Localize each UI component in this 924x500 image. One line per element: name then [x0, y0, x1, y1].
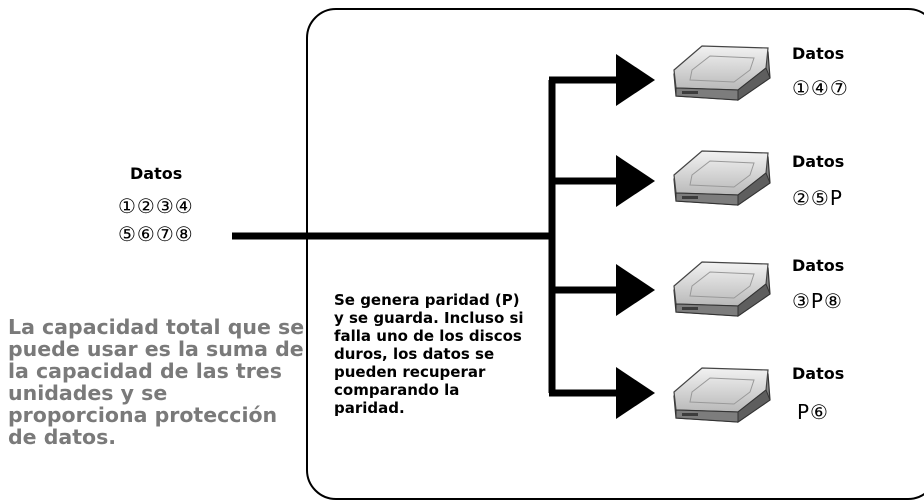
- arrow-head-4: [616, 367, 655, 419]
- disk-1-label: Datos: [792, 44, 845, 63]
- distribution-arrows: [232, 54, 655, 419]
- hard-disk-icon: [673, 261, 771, 317]
- source-label: Datos: [130, 164, 183, 183]
- disk-4-blocks: P⑥: [797, 400, 829, 424]
- disk-2-blocks: ②⑤P: [792, 186, 843, 210]
- disk-1-blocks: ①④⑦: [792, 76, 849, 100]
- arrow-head-1: [616, 54, 655, 106]
- hard-disk-icon: [673, 150, 771, 206]
- source-blocks-line1: ①②③④: [118, 194, 194, 218]
- capacity-summary: La capacidad total que se puede usar es …: [8, 315, 305, 449]
- parity-note: Se genera paridad (P) y se guarda. Inclu…: [334, 291, 524, 417]
- disk-2-label: Datos: [792, 152, 845, 171]
- source-blocks-line2: ⑤⑥⑦⑧: [118, 222, 194, 246]
- hard-disk-icon: [673, 45, 771, 101]
- arrow-head-3: [616, 264, 655, 316]
- arrow-head-2: [616, 155, 655, 207]
- disk-4-label: Datos: [792, 364, 845, 383]
- disk-3-label: Datos: [792, 256, 845, 275]
- hard-disk-icon: [673, 367, 771, 423]
- disk-3-blocks: ③P⑧: [792, 289, 843, 313]
